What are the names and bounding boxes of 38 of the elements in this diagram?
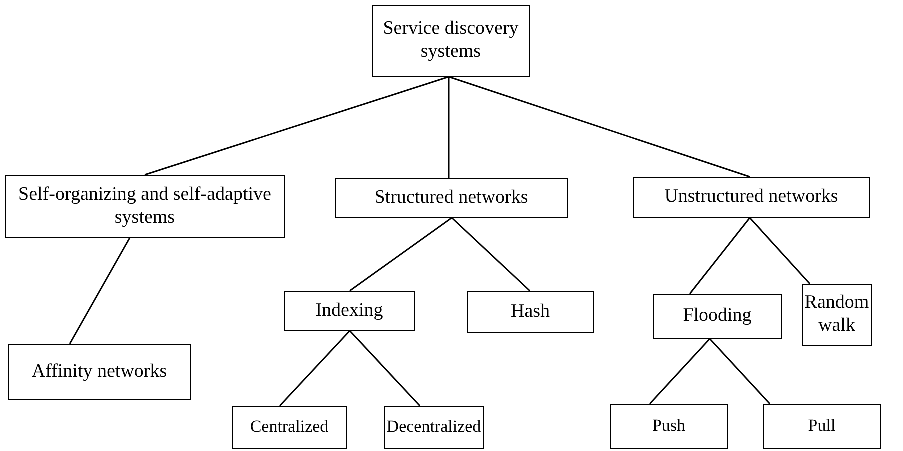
node-label: Hash [510,300,550,324]
category-box [232,406,347,449]
connector-line [279,330,351,407]
connector-line [350,217,452,292]
category-box [763,404,881,449]
connector-line [69,238,131,344]
node-label: Random walk [804,292,870,338]
connector-line [448,76,750,178]
category-box [653,294,782,339]
category-box [610,404,728,449]
node-label: Pull [808,416,836,437]
node-label: Decentralized [386,417,482,438]
node-label: Centralized [250,417,329,438]
node-label: Push [652,416,686,437]
category-box [467,291,594,333]
category-box [5,175,285,238]
category-box [284,291,415,331]
node-label: Flooding [683,305,752,328]
node-label: Structured networks [374,186,528,210]
node-label: Affinity networks [32,360,168,384]
node-label: Self-organizing and self-adaptive systems [18,184,272,230]
connector-line [709,338,771,404]
category-box [633,177,870,218]
category-box [8,344,191,400]
connector-line [448,77,450,178]
category-box [384,406,484,449]
node-label: Indexing [316,300,384,322]
connector-line [749,218,811,284]
connector-line [649,338,711,404]
connector-line [689,218,751,294]
connector-line [349,330,421,407]
category-box [802,284,872,346]
node-label: Unstructured networks [664,186,838,209]
category-box [372,5,530,77]
node-label: Service discovery systems [382,18,520,64]
connector-line [451,217,531,292]
connector-line [144,76,450,176]
category-box [335,178,568,218]
